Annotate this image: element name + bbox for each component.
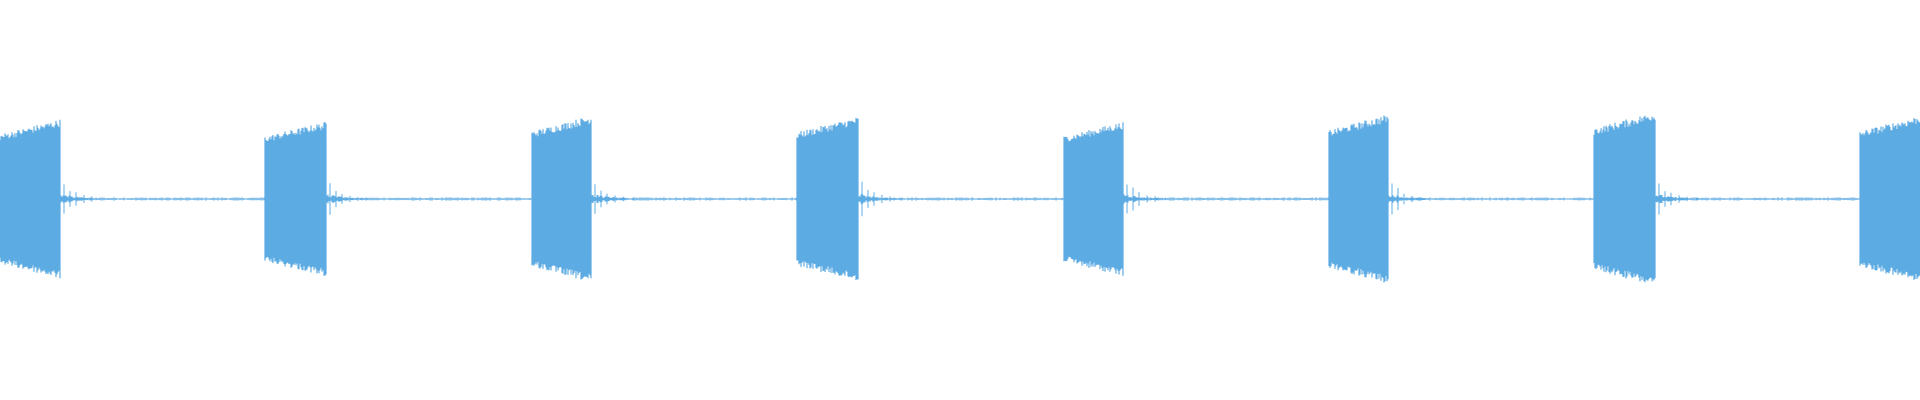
waveform-burst-body <box>1328 115 1389 283</box>
waveform-burst-4 <box>796 117 918 281</box>
waveform-burst-body <box>1859 118 1920 280</box>
waveform-burst-7 <box>1593 115 1715 283</box>
waveform-burst-body <box>1063 122 1124 276</box>
waveform-burst-8 <box>1859 118 1920 280</box>
waveform-burst-6 <box>1328 115 1448 283</box>
waveform-burst-body <box>796 117 859 281</box>
waveform-burst-tail <box>591 184 651 214</box>
waveform-burst-tail <box>858 181 918 217</box>
waveform-burst-tail <box>1388 183 1448 215</box>
waveform-burst-body <box>0 119 61 279</box>
waveform-burst-tail <box>60 184 120 214</box>
waveform-burst-body <box>531 118 592 280</box>
waveform-burst-2 <box>264 122 386 276</box>
waveform-burst-1 <box>0 119 120 279</box>
waveform-burst-body <box>1593 115 1656 283</box>
waveform-burst-tail <box>1123 184 1183 214</box>
waveform-burst-5 <box>1063 122 1183 276</box>
waveform-burst-tail <box>1655 183 1715 215</box>
waveform-burst-body <box>264 122 327 276</box>
waveform-burst-tail <box>326 183 386 215</box>
waveform-burst-3 <box>531 118 651 280</box>
